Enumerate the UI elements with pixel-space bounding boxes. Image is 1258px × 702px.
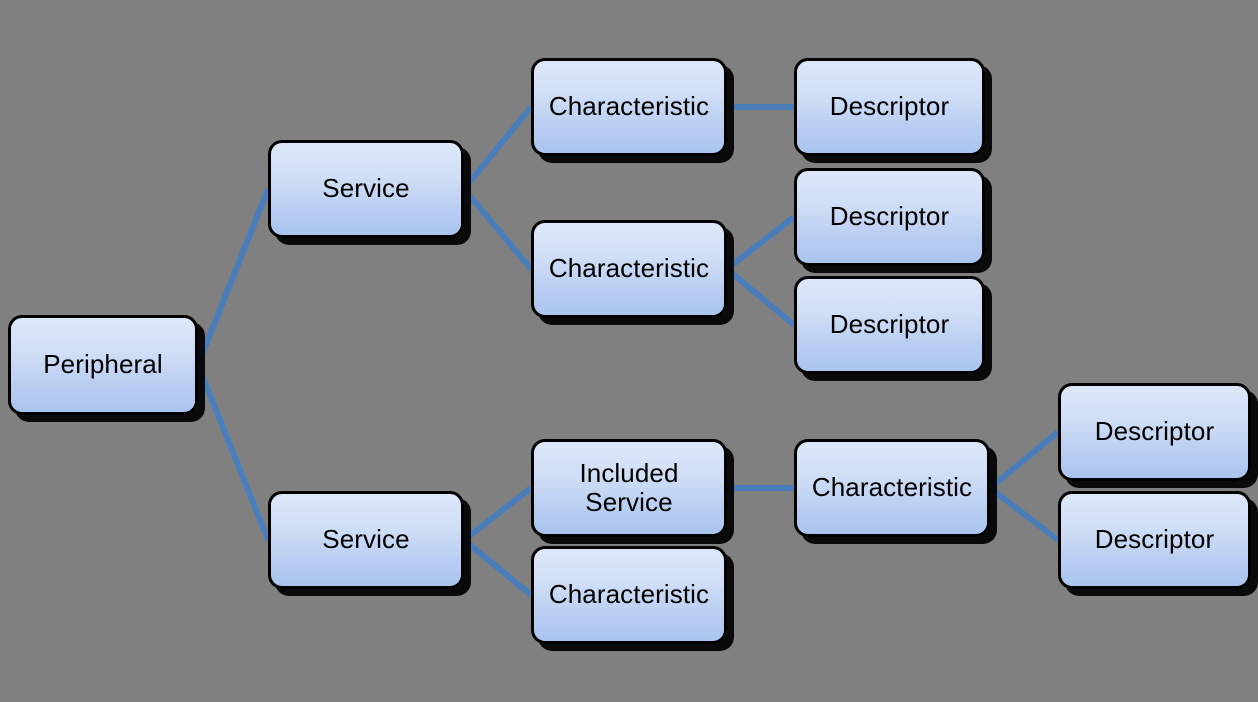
node-char_4[interactable]: Characteristic [794, 439, 990, 537]
node-label-char_4: Characteristic [811, 472, 973, 503]
edge-char-2-desc-3 [725, 266, 796, 328]
node-service_bottom[interactable]: Service [268, 491, 464, 589]
node-label-service_bottom: Service [322, 524, 410, 555]
edge-service-bottom-included [462, 485, 533, 543]
node-desc_4[interactable]: Descriptor [1058, 383, 1251, 481]
edge-char-4-desc-5 [988, 485, 1060, 543]
edge-char-2-desc-2 [725, 214, 796, 272]
node-label-included_service: Included Service [579, 457, 679, 517]
node-desc_2[interactable]: Descriptor [794, 168, 985, 266]
edge-service-top-char-2 [461, 187, 534, 271]
node-label-char_2: Characteristic [548, 253, 710, 284]
node-desc_1[interactable]: Descriptor [794, 58, 985, 156]
node-label-desc_1: Descriptor [829, 91, 950, 122]
node-desc_3[interactable]: Descriptor [794, 276, 985, 374]
node-label-desc_3: Descriptor [829, 309, 950, 340]
node-label-char_1: Characteristic [548, 91, 710, 122]
node-service_top[interactable]: Service [268, 140, 464, 238]
node-char_1[interactable]: Characteristic [531, 58, 727, 156]
node-desc_5[interactable]: Descriptor [1058, 491, 1251, 589]
edge-peripheral-service-bottom [195, 363, 271, 542]
node-char_3[interactable]: Characteristic [531, 546, 727, 644]
node-label-desc_4: Descriptor [1094, 416, 1215, 447]
node-label-desc_2: Descriptor [829, 201, 950, 232]
node-char_2[interactable]: Characteristic [531, 220, 727, 318]
node-included_service[interactable]: Included Service [531, 439, 727, 537]
node-label-char_3: Characteristic [548, 579, 710, 610]
node-peripheral[interactable]: Peripheral [8, 315, 198, 415]
edge-peripheral-service-top [195, 187, 271, 367]
edge-char-4-desc-4 [988, 429, 1060, 491]
edge-service-top-char-1 [461, 105, 534, 191]
node-label-desc_5: Descriptor [1094, 524, 1215, 555]
node-label-service_top: Service [322, 173, 410, 204]
node-label-peripheral: Peripheral [43, 349, 163, 380]
edge-service-bottom-char-3 [462, 537, 533, 598]
